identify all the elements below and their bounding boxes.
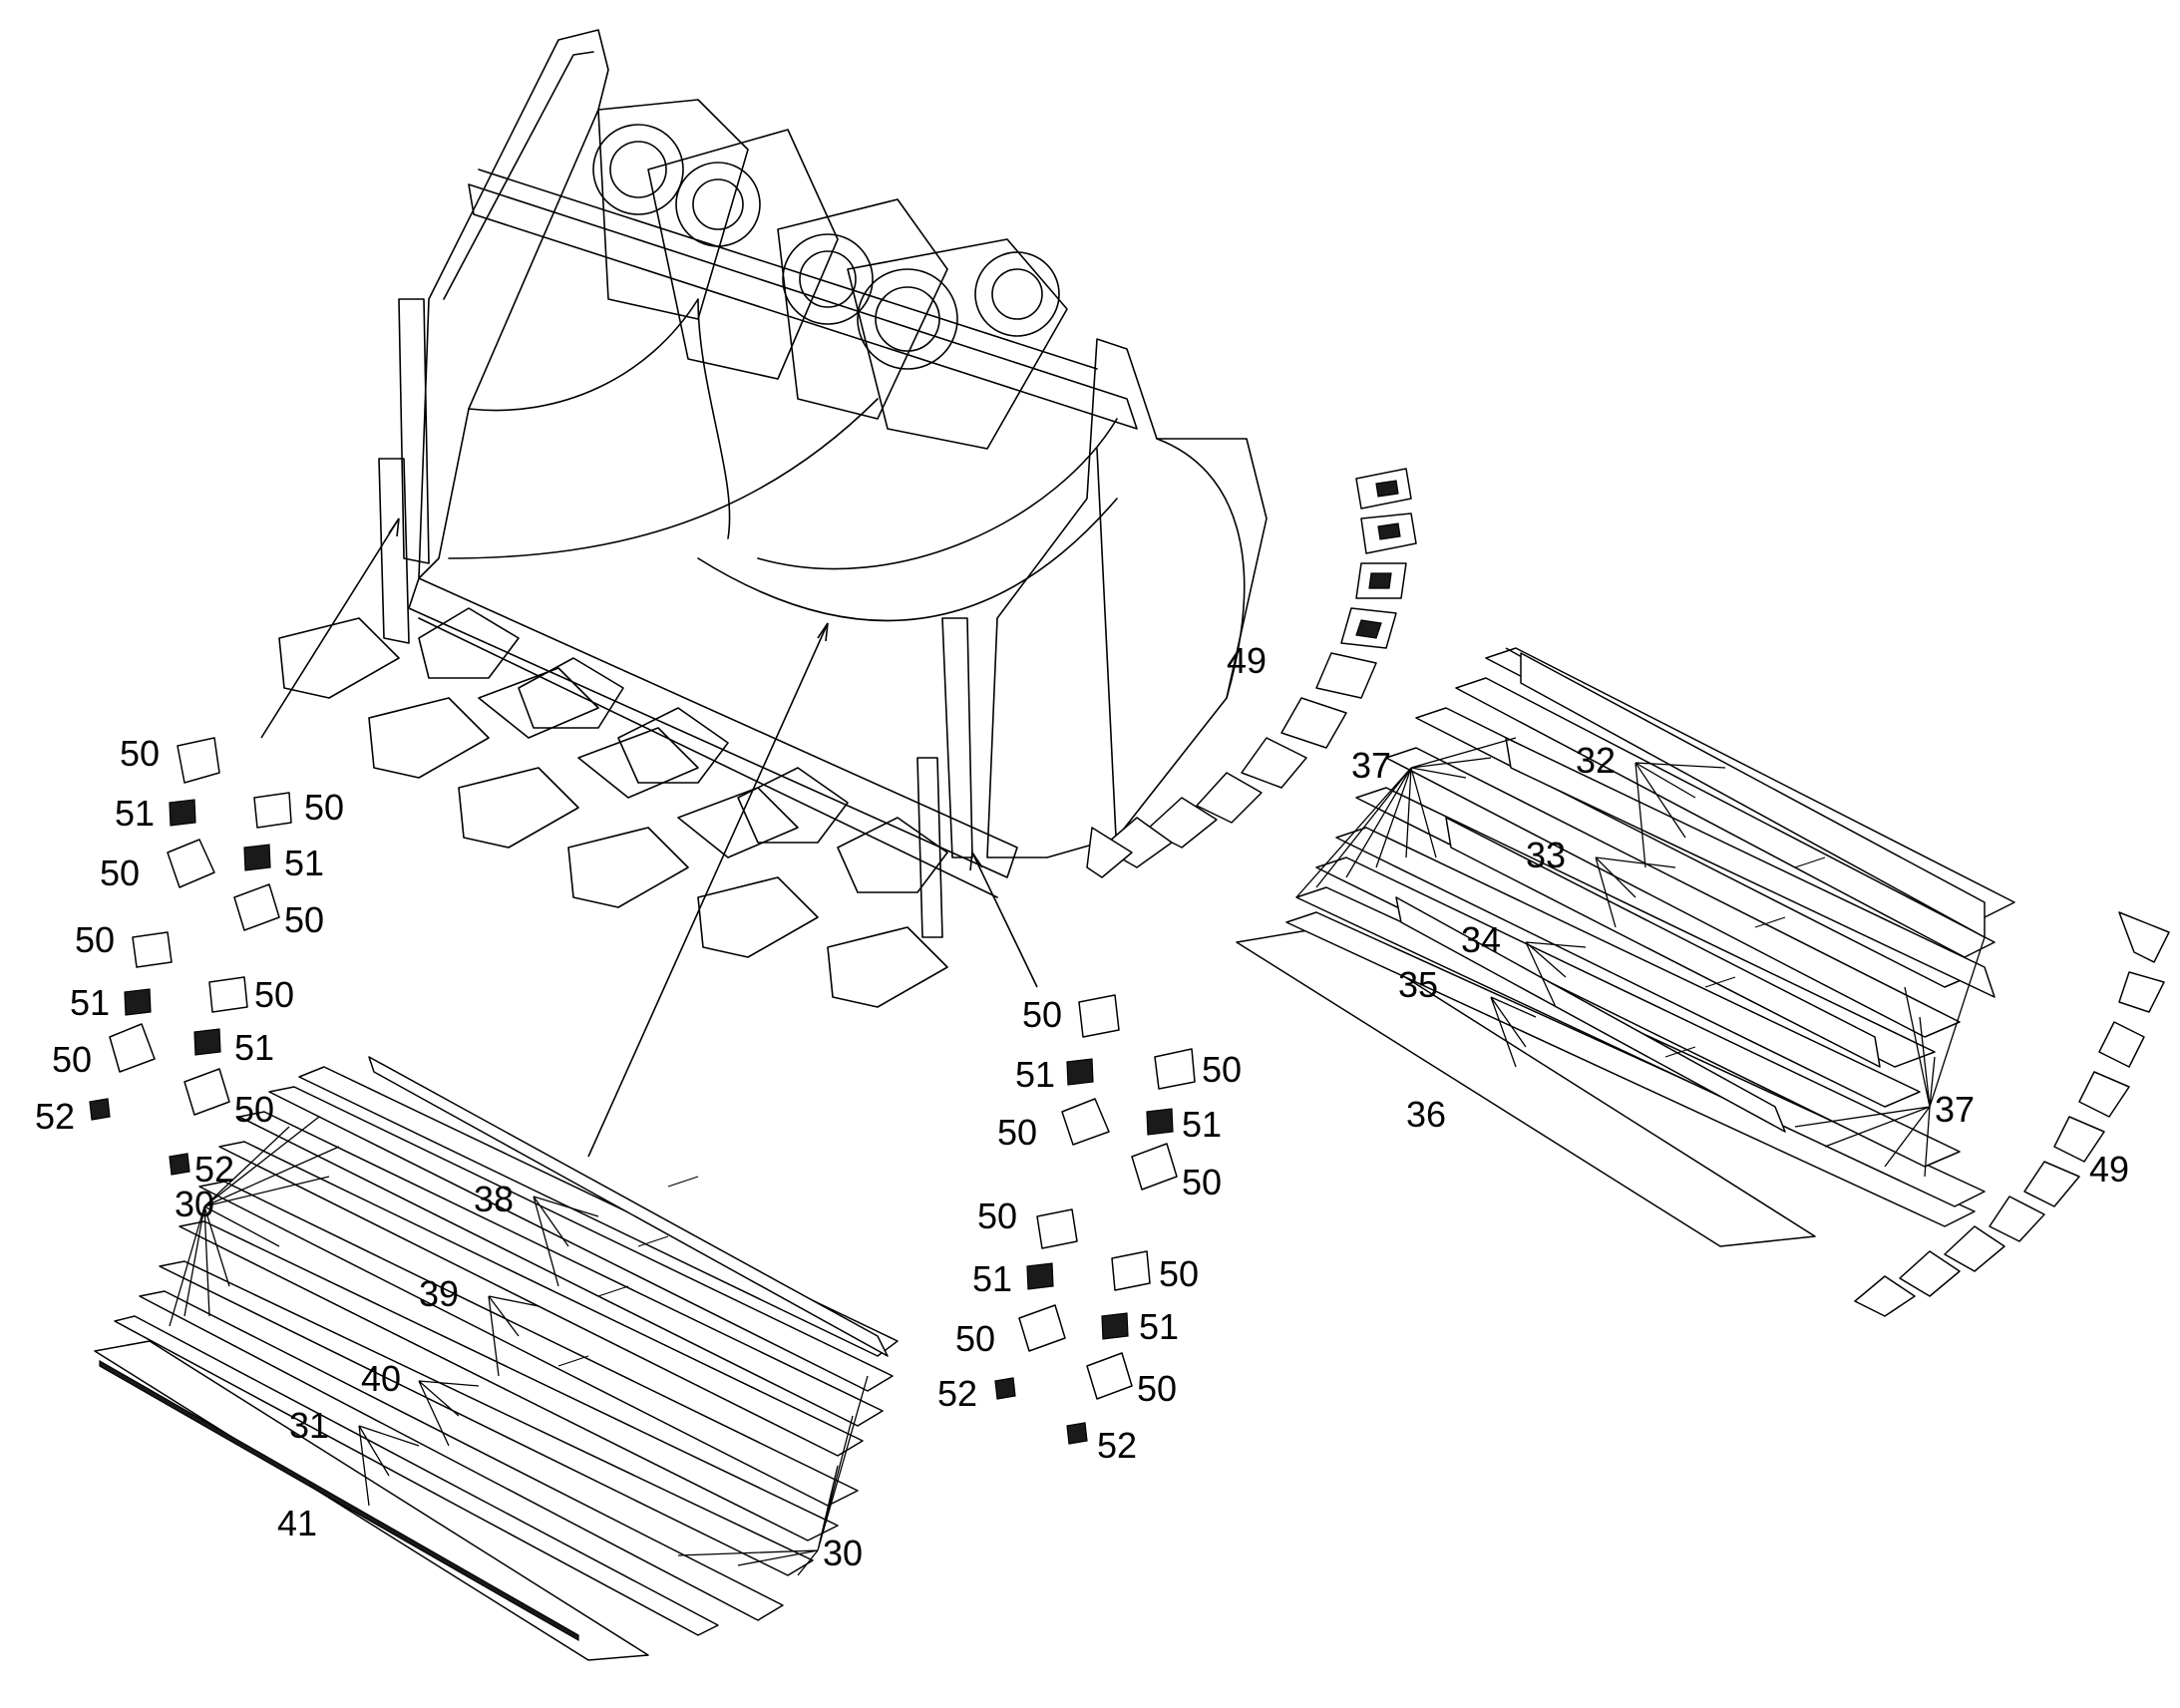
callout-30-lower: 30 xyxy=(823,1533,863,1573)
button-parts-right xyxy=(994,994,1196,1445)
callout-51: 51 xyxy=(1139,1306,1179,1347)
callout-50: 50 xyxy=(997,1112,1037,1153)
leader-lines xyxy=(169,737,1986,1576)
callout-50: 50 xyxy=(977,1196,1017,1236)
callout-49-lower: 49 xyxy=(2089,1149,2129,1190)
callout-36: 36 xyxy=(1406,1094,1446,1135)
callout-50: 50 xyxy=(75,919,115,960)
callout-50: 50 xyxy=(254,974,294,1015)
left-wear-plate-stack xyxy=(94,1056,899,1661)
callout-50: 50 xyxy=(1022,994,1062,1035)
callout-51: 51 xyxy=(972,1258,1012,1299)
pointer-arrows xyxy=(260,517,1038,1158)
callout-labels: 49 49 37 37 32 33 34 35 36 30 30 38 39 4… xyxy=(35,640,2129,1573)
callout-50: 50 xyxy=(1137,1368,1177,1409)
callout-51: 51 xyxy=(1182,1104,1222,1145)
callout-51: 51 xyxy=(1015,1054,1055,1095)
callout-50: 50 xyxy=(234,1089,274,1130)
callout-51: 51 xyxy=(70,982,110,1023)
callout-33: 33 xyxy=(1526,835,1566,875)
callout-50: 50 xyxy=(284,899,324,940)
callout-50: 50 xyxy=(52,1039,92,1080)
callout-52: 52 xyxy=(35,1096,75,1137)
callout-31: 31 xyxy=(289,1405,329,1446)
callout-39: 39 xyxy=(419,1273,459,1314)
callout-51: 51 xyxy=(115,793,155,834)
callout-50: 50 xyxy=(1159,1253,1199,1294)
callout-35: 35 xyxy=(1398,964,1438,1005)
callout-50: 50 xyxy=(120,733,160,774)
bucket-assembly xyxy=(278,29,1268,1008)
callout-52: 52 xyxy=(194,1149,234,1190)
callout-37-upper: 37 xyxy=(1351,745,1391,786)
callout-37-lower: 37 xyxy=(1935,1089,1975,1130)
callout-52: 52 xyxy=(937,1373,977,1414)
callout-30-upper: 30 xyxy=(175,1184,214,1224)
callout-50: 50 xyxy=(100,853,140,893)
callout-41: 41 xyxy=(277,1503,317,1543)
callout-50: 50 xyxy=(304,787,344,828)
callout-38: 38 xyxy=(474,1179,514,1219)
right-wear-plate-stack xyxy=(1236,647,2015,1247)
button-parts-left xyxy=(89,737,292,1176)
callout-34: 34 xyxy=(1461,919,1501,960)
callout-40: 40 xyxy=(361,1358,401,1399)
callout-51: 51 xyxy=(284,843,324,883)
callout-50: 50 xyxy=(1202,1049,1242,1090)
callout-49-upper: 49 xyxy=(1227,640,1267,681)
wear-button-strip-upper xyxy=(1086,468,1417,878)
callout-50: 50 xyxy=(1182,1162,1222,1202)
callout-32: 32 xyxy=(1576,740,1616,781)
callout-50: 50 xyxy=(955,1318,995,1359)
callout-52: 52 xyxy=(1097,1425,1137,1466)
wear-button-strip-lower xyxy=(1854,911,2170,1317)
callout-51: 51 xyxy=(234,1027,274,1068)
